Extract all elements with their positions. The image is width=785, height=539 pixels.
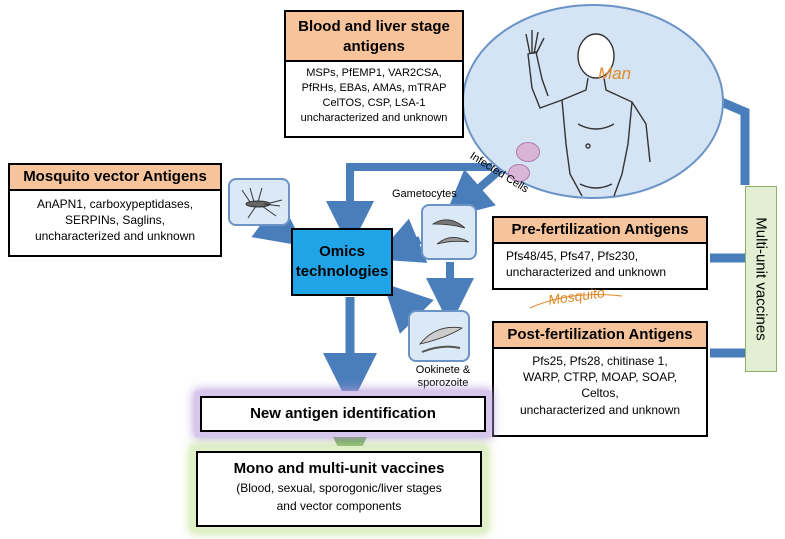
arrow-gametocytes-to-omics: [373, 218, 428, 263]
antigen-item: AnAPN1, carboxypeptidases,: [36, 197, 194, 211]
mosquito-swoosh: [529, 294, 623, 309]
arrow-infected-to-gametocytes: [443, 166, 503, 219]
arrow-infected-to-omics: [326, 163, 492, 249]
man-figure-icon: [525, 30, 651, 196]
omics-label-line: Omics: [319, 243, 365, 260]
gametocyte-icon: [431, 219, 470, 245]
antigen-item: uncharacterized and unknown: [34, 229, 196, 244]
mosquito-thumbnail: [228, 178, 290, 226]
antigen-item: SERPINs, Saglins,: [64, 213, 166, 228]
vaccines-title: Mono and multi-unit vaccines: [233, 460, 445, 477]
mosquito-vector-list: AnAPN1, carboxypeptidases, SERPINs, Sagl…: [8, 191, 222, 257]
antigen-item: WARP, CTRP, MOAP, SOAP,: [522, 370, 678, 385]
antigen-item: CelTOS, CSP, LSA-1: [322, 96, 426, 109]
man-circle: Man: [462, 4, 724, 199]
antigen-item: Celtos,: [581, 386, 619, 401]
omics-box: Omics technologies: [291, 228, 393, 296]
ookinete-label-line: Ookinete &: [415, 364, 471, 376]
omics-label-line: technologies: [295, 263, 389, 280]
antigen-item: uncharacterized and unknown: [506, 265, 667, 280]
mosquito-icon: [241, 187, 283, 219]
pre-fert-header: Pre-fertilization Antigens: [492, 216, 708, 244]
vaccines-subtitle-line: and vector components: [276, 499, 402, 513]
antigen-item: uncharacterized and unknown: [300, 111, 448, 124]
ookinete-label-line: sporozoite: [417, 377, 469, 389]
new-antigen-box: New antigen identification: [200, 396, 486, 432]
antigen-item: uncharacterized and unknown: [519, 402, 681, 417]
antigen-item: Pfs48/45, Pfs47, Pfs230,: [506, 249, 639, 263]
antigen-item: PfRHs, EBAs, AMAs, mTRAP: [301, 81, 447, 94]
gametocytes-label: Gametocytes: [392, 188, 457, 200]
gametocytes-thumbnail: [421, 204, 477, 260]
multi-unit-bar: Multi-unit vaccines: [745, 186, 777, 372]
ookinete-label: Ookinete & sporozoite: [408, 364, 478, 390]
antigen-item: Pfs25, Pfs28, chitinase 1,: [532, 354, 668, 368]
blood-liver-header: Blood and liver stage antigens: [284, 10, 464, 62]
infected-cell-icon: [508, 164, 530, 182]
blood-liver-title-line: Blood and liver stage: [298, 18, 450, 35]
vaccines-box: Mono and multi-unit vaccines (Blood, sex…: [196, 451, 482, 527]
blood-liver-list: MSPs, PfEMP1, VAR2CSA, PfRHs, EBAs, AMAs…: [284, 62, 464, 138]
ookinete-icon: [418, 326, 464, 353]
antigen-item: MSPs, PfEMP1, VAR2CSA,: [306, 67, 442, 79]
infected-cell-icon: [516, 142, 540, 162]
ookinete-thumbnail: [408, 310, 470, 362]
multi-unit-label: Multi-unit vaccines: [752, 217, 770, 341]
post-fert-header: Post-fertilization Antigens: [492, 321, 708, 349]
mosquito-vector-header: Mosquito vector Antigens: [8, 163, 222, 191]
post-fert-list: Pfs25, Pfs28, chitinase 1, WARP, CTRP, M…: [492, 349, 708, 437]
pre-fert-list: Pfs48/45, Pfs47, Pfs230, uncharacterized…: [492, 244, 708, 290]
vaccines-subtitle-line: (Blood, sexual, sporogonic/liver stages: [236, 481, 442, 495]
man-label: Man: [598, 64, 632, 83]
blood-liver-title-line: antigens: [343, 38, 405, 55]
